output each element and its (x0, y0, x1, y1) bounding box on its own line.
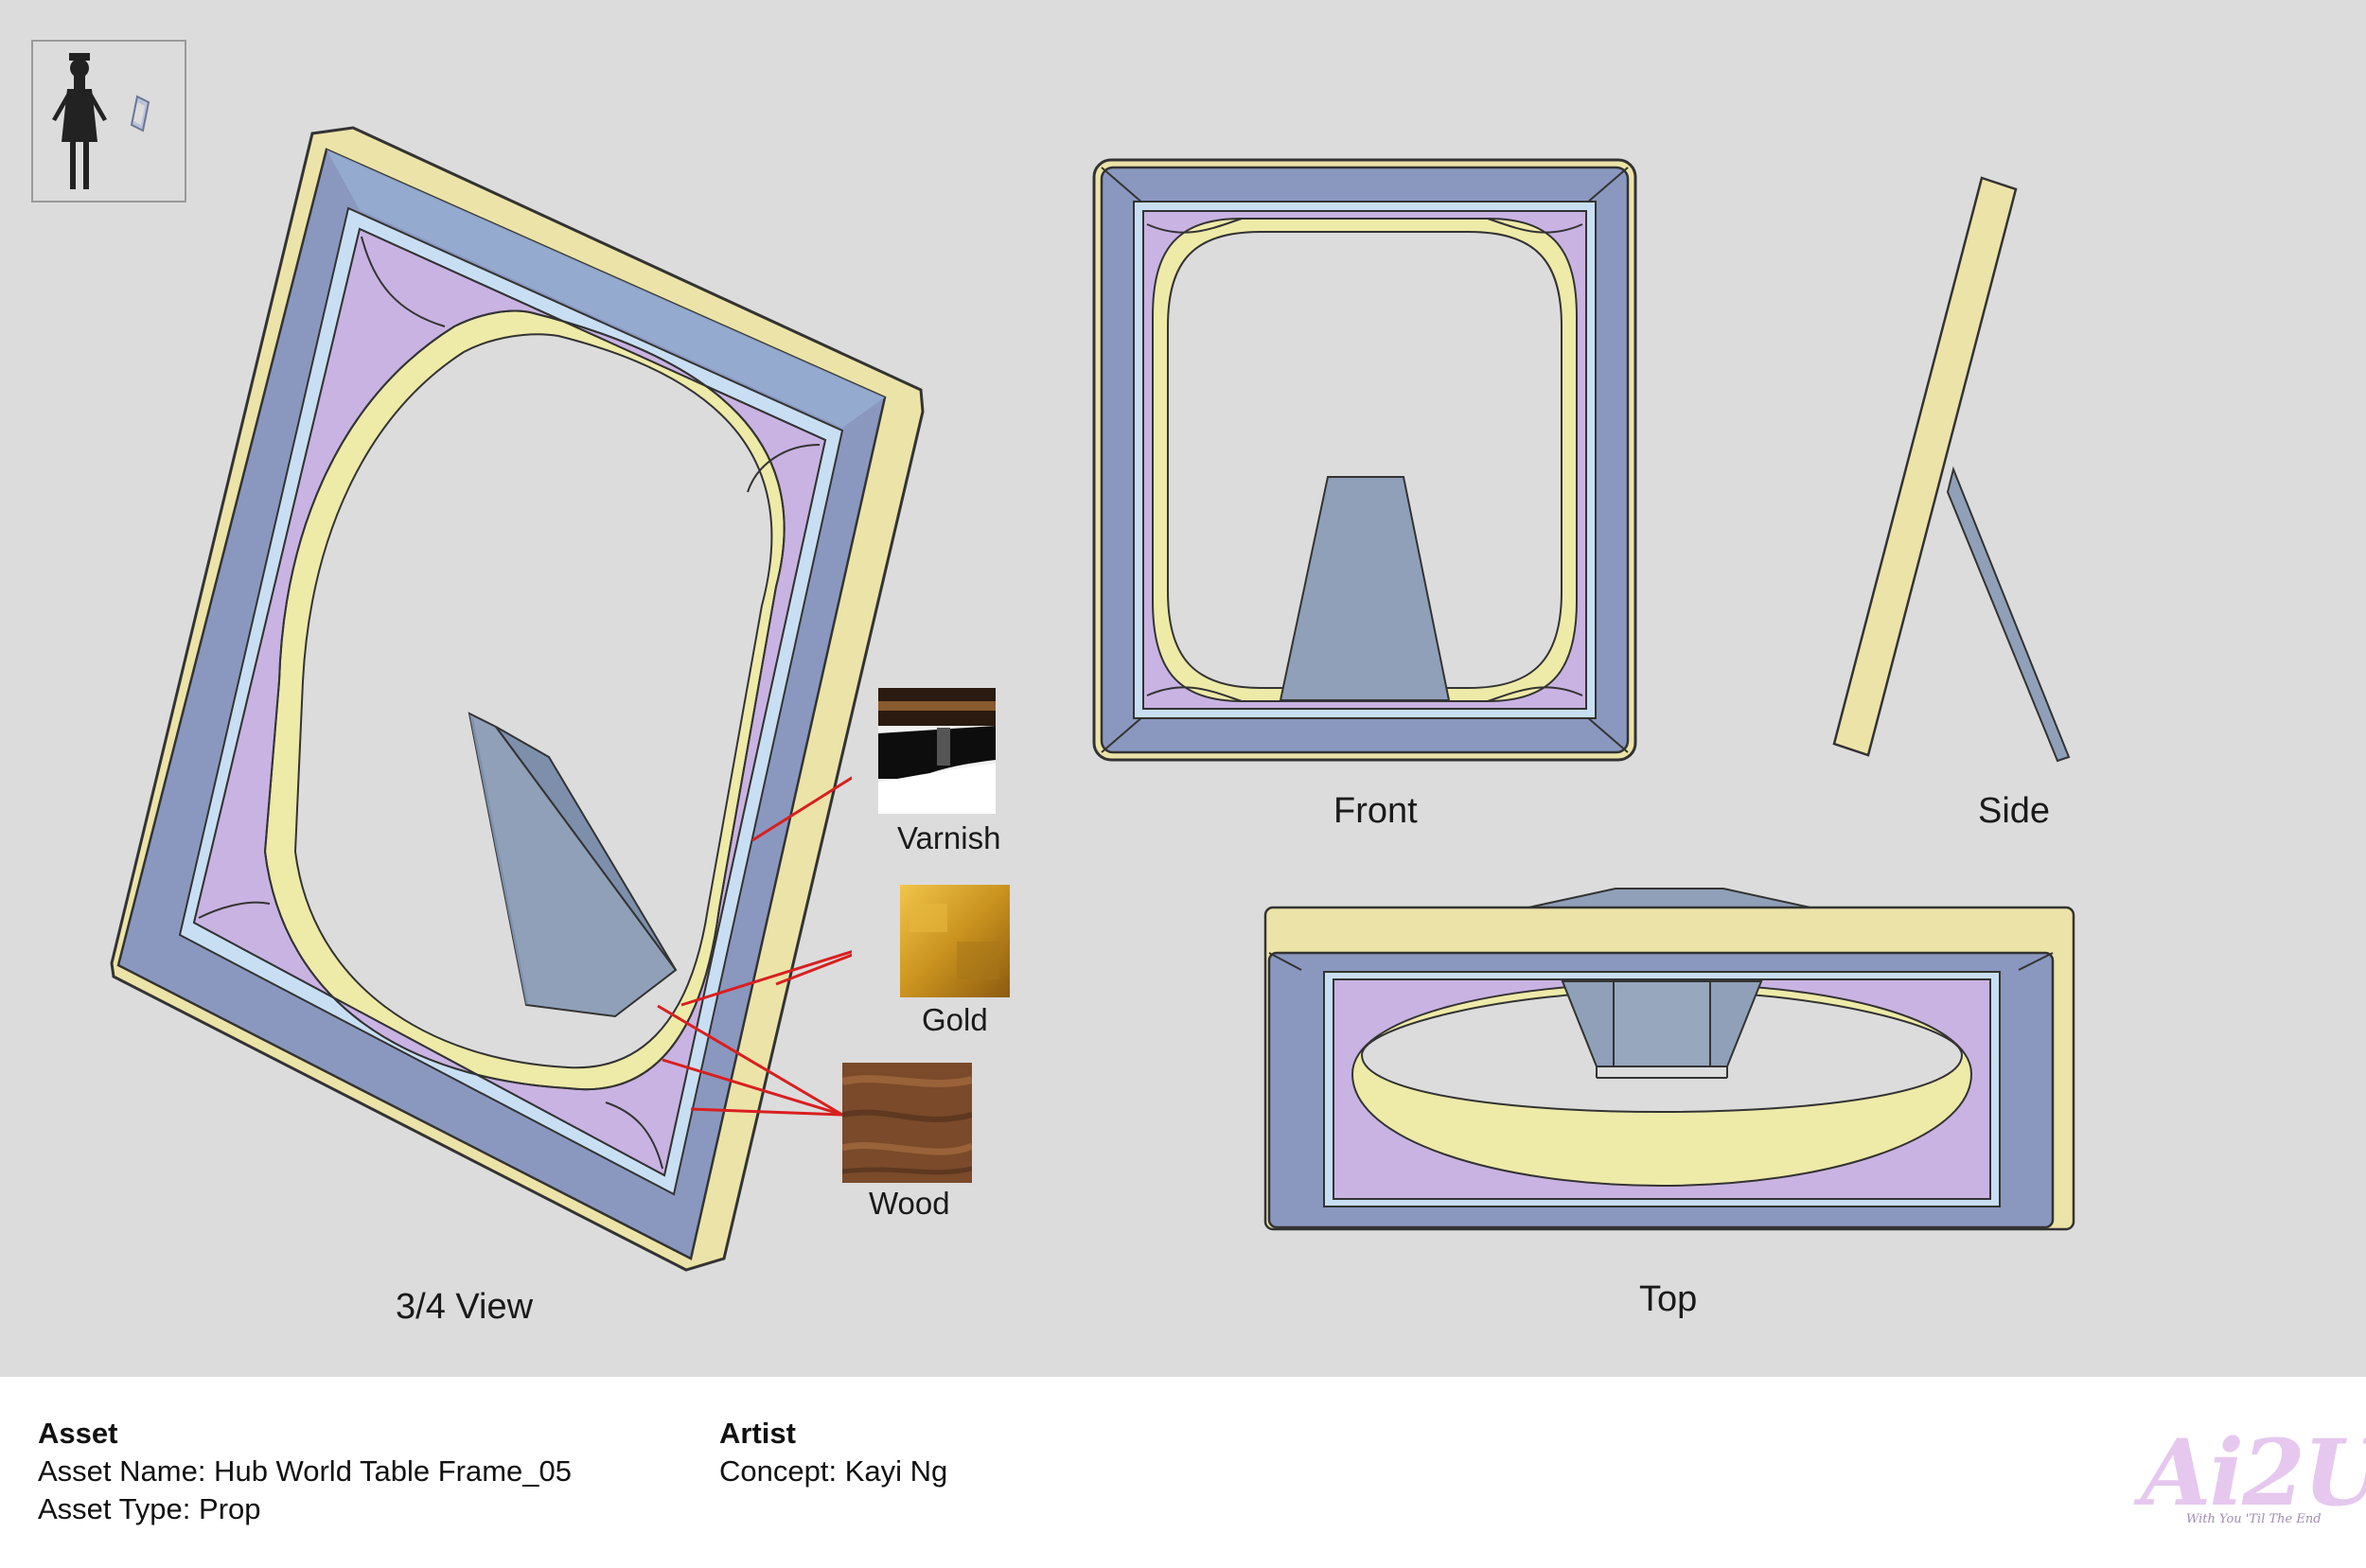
logo-tagline: With You 'Til The End (2186, 1512, 2322, 1526)
three-quarter-view-drawing (110, 126, 925, 1272)
concept-sheet: Varnish Gold Wood (31, 40, 2075, 1327)
three-quarter-view-label: 3/4 View (396, 1287, 534, 1327)
artist-concept: Concept: Kayi Ng (719, 1454, 948, 1488)
asset-heading: Asset (38, 1417, 118, 1450)
ai2u-logo: Ai2U (2141, 1419, 2366, 1526)
wood-label: Wood (869, 1186, 950, 1221)
varnish-label: Varnish (897, 820, 1001, 855)
character-silhouette-icon (52, 53, 107, 189)
scale-reference-thumbnail (31, 40, 186, 203)
asset-info-footer: Asset Asset Name: Hub World Table Frame_… (0, 1377, 2366, 1568)
frame-thumbnail-icon (130, 95, 150, 132)
material-callout-lines (657, 776, 852, 1117)
gold-label: Gold (922, 1002, 988, 1037)
front-view-label: Front (1333, 791, 1418, 831)
side-view-label: Side (1978, 791, 2051, 831)
front-view-drawing (1092, 158, 1637, 762)
asset-name: Asset Name: Hub World Table Frame_05 (38, 1454, 572, 1488)
wood-swatch (842, 1063, 972, 1183)
side-view-drawing (1832, 176, 2071, 763)
artist-heading: Artist (719, 1417, 796, 1450)
asset-type: Asset Type: Prop (38, 1492, 261, 1525)
gold-swatch (900, 885, 1010, 997)
varnish-swatch (878, 688, 996, 814)
top-view-label: Top (1639, 1279, 1698, 1319)
top-view-drawing (1263, 888, 2075, 1231)
